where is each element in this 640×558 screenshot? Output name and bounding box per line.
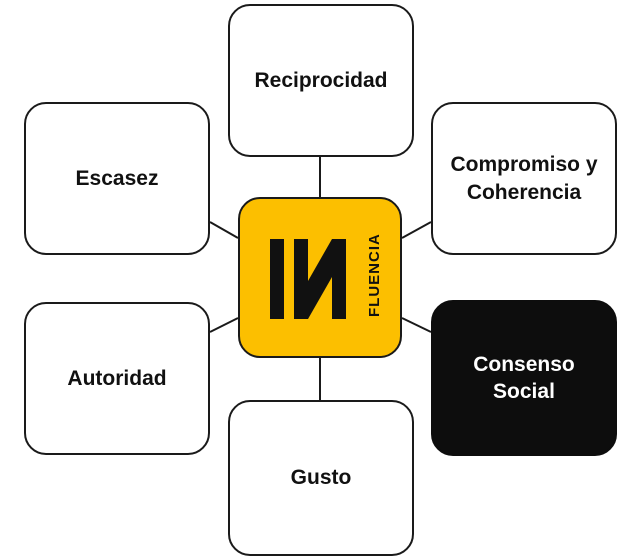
node-escasez: Escasez (24, 102, 210, 255)
connector-consenso (401, 317, 432, 333)
logo-text-fluencia: FLUENCIA (366, 233, 383, 317)
in-logo-icon (270, 239, 346, 319)
node-gusto: Gusto (228, 400, 414, 556)
node-consenso-label: Consenso Social (473, 352, 575, 403)
node-compromiso-label: Compromiso y Coherencia (450, 153, 598, 204)
node-reciprocidad: Reciprocidad (228, 4, 414, 157)
node-escasez-label: Escasez (75, 166, 159, 190)
node-compromiso-coherencia: Compromiso y Coherencia (431, 102, 617, 255)
center-logo-box: FLUENCIA (238, 197, 402, 358)
node-autoridad-label: Autoridad (67, 366, 167, 390)
connector-autoridad (209, 317, 239, 333)
node-autoridad: Autoridad (24, 302, 210, 455)
node-gusto-label: Gusto (290, 466, 352, 490)
connector-compromiso (401, 221, 432, 239)
connector-escasez (209, 221, 239, 239)
node-reciprocidad-label: Reciprocidad (254, 68, 388, 92)
node-consenso-social: Consenso Social (431, 300, 617, 456)
